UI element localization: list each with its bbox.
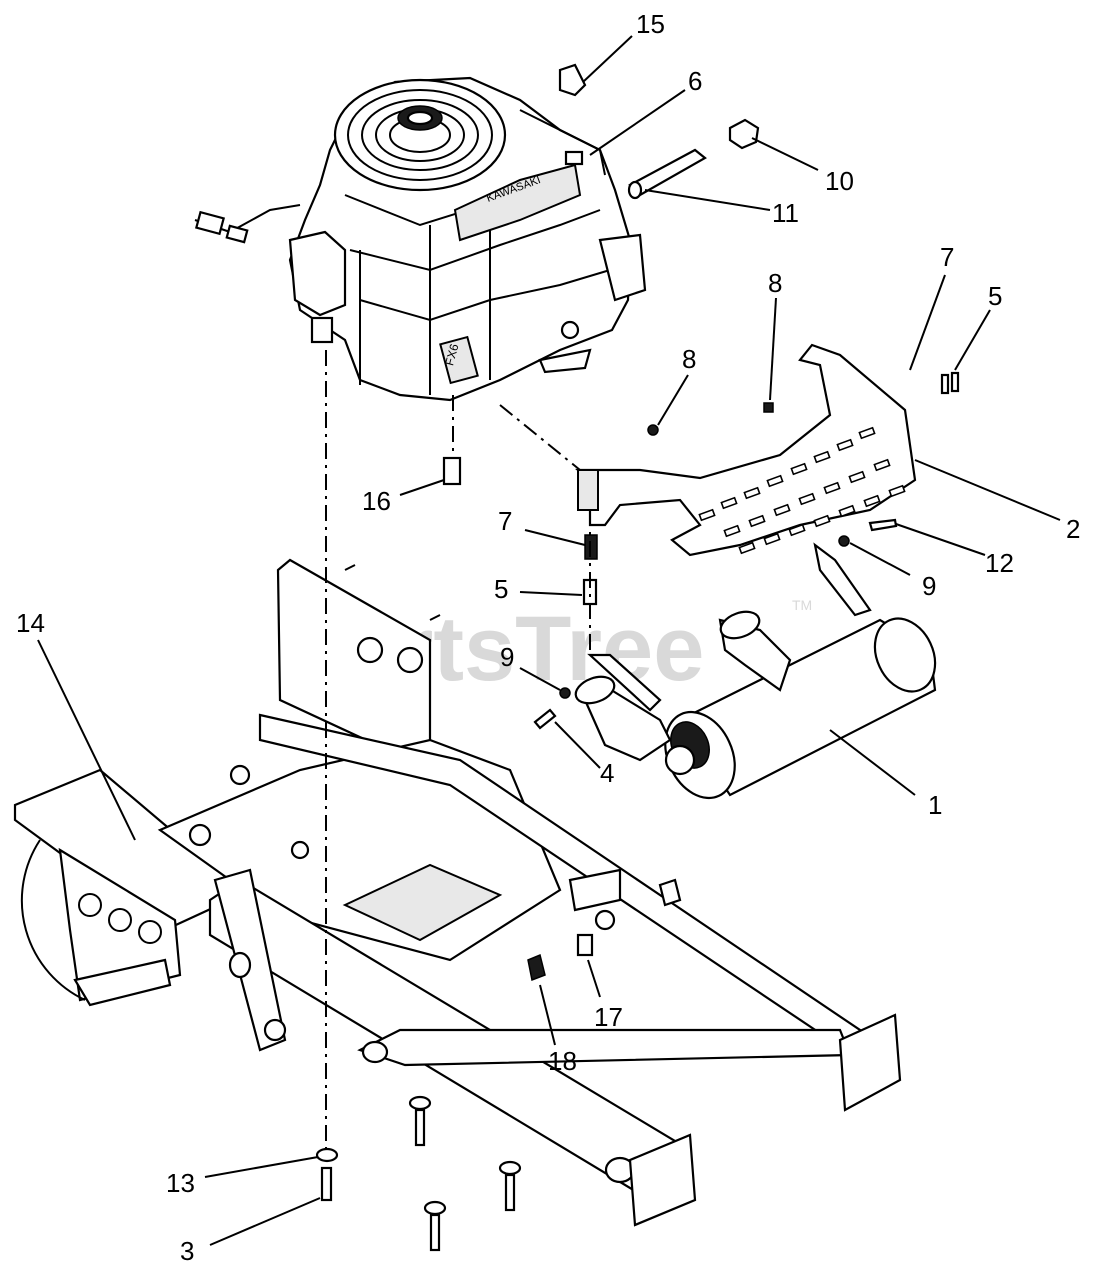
callout-14: 14	[16, 608, 45, 638]
callout-4: 4	[600, 758, 614, 788]
watermark-tm: TM	[792, 597, 812, 613]
callout-9-right: 9	[922, 571, 936, 601]
callout-3: 3	[180, 1236, 194, 1266]
callout-5-right: 5	[988, 281, 1002, 311]
callout-11: 11	[772, 198, 799, 228]
callout-5-middle: 5	[494, 574, 508, 604]
callout-7-right: 7	[940, 242, 954, 272]
callout-16: 16	[362, 486, 391, 516]
callout-2: 2	[1066, 514, 1080, 544]
callouts: 15 6 10 11 7 5 8 8 16 7 2 12 5 9 14 9 4 …	[16, 9, 1080, 1266]
callout-9-left: 9	[500, 642, 514, 672]
engine[interactable]: KAWASAKI FX6	[194, 76, 647, 402]
callout-18: 18	[548, 1046, 577, 1076]
callout-17: 17	[594, 1002, 623, 1032]
mower-frame[interactable]	[13, 558, 902, 1227]
callout-12: 12	[985, 548, 1014, 578]
alignment-lines	[325, 350, 591, 1150]
callout-10: 10	[825, 166, 854, 196]
callout-8-upper: 8	[768, 268, 782, 298]
callout-6: 6	[688, 66, 702, 96]
exhaust-shield[interactable]	[574, 343, 917, 557]
callout-13: 13	[166, 1168, 195, 1198]
muffler[interactable]	[572, 542, 946, 809]
engine-model-label: FX6	[442, 342, 461, 367]
callout-7-middle: 7	[498, 506, 512, 536]
callout-1: 1	[928, 790, 942, 820]
callout-15: 15	[636, 9, 665, 39]
callout-8-middle: 8	[682, 344, 696, 374]
leader-lines	[37, 35, 1061, 1246]
